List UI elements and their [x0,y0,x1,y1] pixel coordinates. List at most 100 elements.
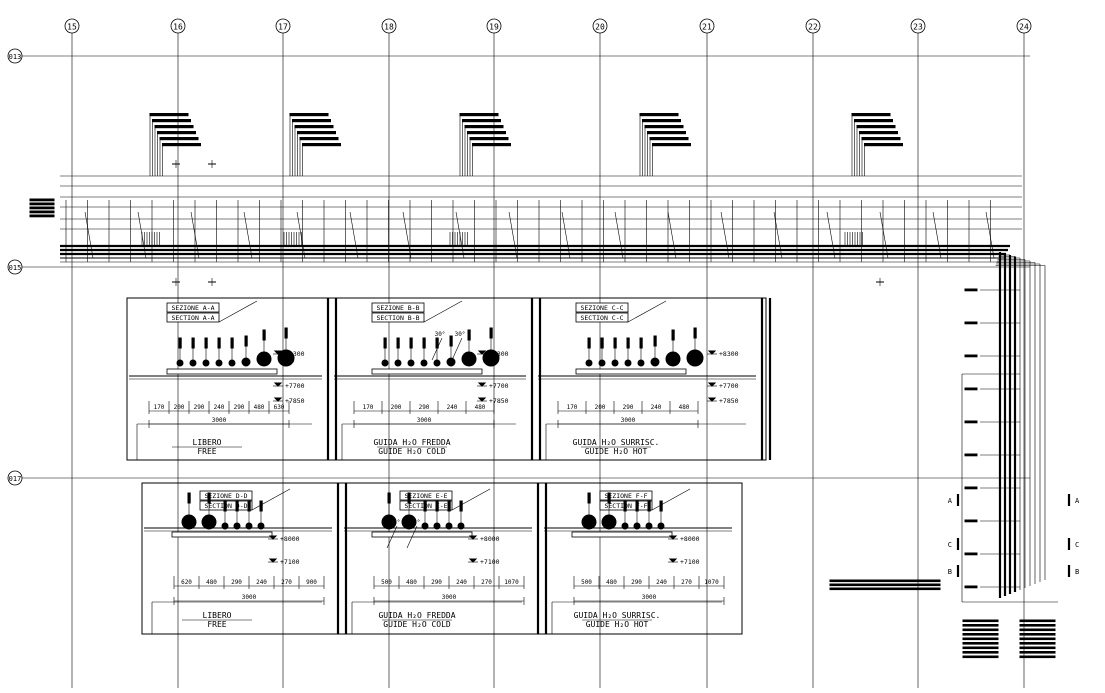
section-caption: GUIDA H₂O FREDDA [378,611,455,620]
pipe [581,514,597,530]
marker-label: C [1075,541,1079,549]
dimension-label: 480 [679,404,690,411]
section-subtitle: SECTION B-B [376,314,419,322]
angle-label: 45° [390,519,401,526]
dimension-label: 290 [623,404,634,411]
grid-column-label: 23 [913,23,923,32]
pipe [637,359,645,367]
grid-bubble [7,48,23,64]
section-caption-en: GUIDE H₂O COLD [383,620,451,629]
dimension-label: 200 [391,404,402,411]
section-title: SEZIONE D-D [204,492,247,500]
section-title: SEZIONE B-B [376,304,419,312]
elevation-mark: +7100 [468,558,500,566]
elevation-label: +7100 [480,558,500,566]
dimension-label: 200 [595,404,606,411]
pipe [394,359,402,367]
grid-column: 21 [699,18,715,688]
elevation-label: +7850 [489,397,509,405]
elevation-mark: +7850 [477,397,509,405]
dimension-label: 620 [181,579,192,586]
grid-column-label: 15 [67,23,77,32]
pipe [228,359,236,367]
elevation-label: +7850 [719,397,739,405]
grid-bubble [486,18,502,34]
total-dimension: 3000 [242,594,257,601]
section-caption-en: FREE [197,447,216,456]
elevation-label: +7100 [280,558,300,566]
pipe [407,359,415,367]
dimension-label: 290 [194,404,205,411]
elevation-mark: +7850 [273,397,305,405]
dimension-label: 170 [154,404,165,411]
grid-bubble [64,18,80,34]
section-caption: LIBERO [193,438,222,447]
pipe [381,359,389,367]
pipe [657,522,665,530]
pipe-rack-plan [29,113,1022,286]
dimension-label: 480 [254,404,265,411]
dimension-label: 290 [419,404,430,411]
pipe [433,359,441,367]
grid-bubble [275,18,291,34]
dimension-label: 500 [581,579,592,586]
pipe [176,359,184,367]
dimension-label: 1070 [704,579,719,586]
elevation-label: +8000 [480,535,500,543]
grid-row: 013 [7,48,1030,64]
pipe [457,522,465,530]
dimension-label: 290 [631,579,642,586]
section-caption-en: FREE [207,620,226,629]
marker-label: A [1075,497,1080,505]
total-dimension: 3000 [442,594,457,601]
dimension-label: 240 [214,404,225,411]
section-title: SEZIONE F-F [604,492,647,500]
elevation-mark: +8300 [707,350,739,358]
grid-column-label: 16 [173,23,183,32]
section-subtitle: SECTION A-A [171,314,214,322]
grid-bubble [7,259,23,275]
grid-bubble [170,18,186,34]
grid-column-label: 21 [702,23,712,32]
pipe [201,514,217,530]
dimension-label: 240 [651,404,662,411]
dimension-label: 240 [447,404,458,411]
angle-label: 45° [410,519,421,526]
marker-label: B [1075,568,1079,576]
pipe-callout [639,113,691,176]
dimension-label: 270 [281,579,292,586]
grid-row: 017 [7,470,1030,486]
upper-section-frame [126,297,767,461]
dimension-label: 290 [231,579,242,586]
dimension-label: 240 [456,579,467,586]
pipe [633,522,641,530]
section-caption-en: GUIDE H₂O HOT [586,620,649,629]
section-title: SEZIONE C-C [580,304,623,312]
grid-bubble [592,18,608,34]
section-caption-en: GUIDE H₂O HOT [585,447,648,456]
pipe-callout [851,113,903,176]
dimension-label: 290 [234,404,245,411]
pipe [433,522,441,530]
dimension-label: 630 [274,404,285,411]
elevation-label: +8300 [489,350,509,358]
dimension-label: 240 [656,579,667,586]
pipe [257,522,265,530]
dimension-label: 480 [606,579,617,586]
section-caption: GUIDA H₂O SURRISC. [573,438,660,447]
elevation-mark: +8000 [668,535,700,543]
total-dimension: 3000 [212,417,227,424]
marker-label: B [948,568,952,576]
pipe [601,514,617,530]
grid-bubble [910,18,926,34]
total-dimension: 3000 [417,417,432,424]
dimension-label: 290 [431,579,442,586]
